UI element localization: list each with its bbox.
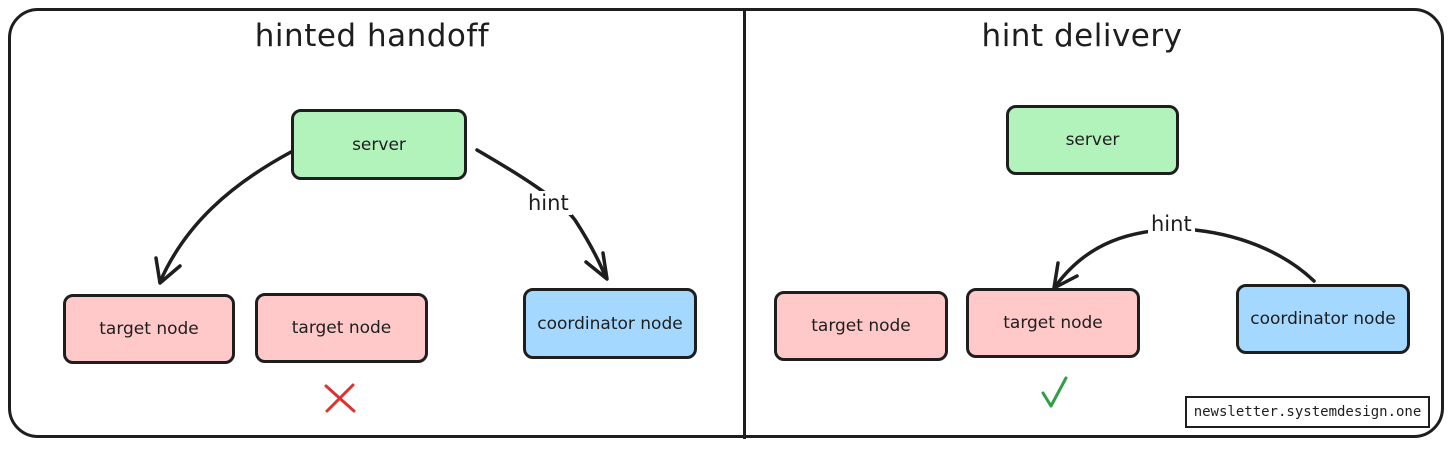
server-node: server (291, 109, 467, 180)
panel-divider (743, 11, 746, 439)
target-node-label: target node (811, 316, 911, 336)
cross-icon (324, 383, 356, 413)
coordinator-node: coordinator node (1236, 284, 1410, 354)
target-node-label: target node (291, 318, 392, 338)
target-node-2-failed: target node (255, 293, 428, 363)
left-panel-title: hinted handoff (254, 18, 490, 54)
hint-edge-label: hint (525, 191, 572, 215)
target-node-label: target node (1003, 313, 1103, 333)
coordinator-node: coordinator node (523, 288, 697, 359)
target-node-label: target node (99, 319, 199, 339)
coordinator-node-label: coordinator node (1250, 309, 1396, 329)
check-icon (1041, 376, 1068, 408)
target-node-2-recovered: target node (966, 288, 1140, 358)
server-label: server (352, 134, 406, 155)
diagram-frame (8, 8, 1444, 438)
target-node-1: target node (774, 291, 948, 361)
arrowhead-server-to-coordinator (584, 251, 609, 281)
arrow-coordinator-to-target (1053, 227, 1316, 289)
server-node: server (1006, 105, 1179, 175)
coordinator-node-label: coordinator node (537, 313, 683, 334)
arrow-server-to-target (158, 150, 293, 284)
arrow-server-to-coordinator (475, 148, 608, 280)
watermark: newsletter.systemdesign.one (1185, 396, 1430, 428)
server-label: server (1065, 130, 1120, 150)
hint-edge-label: hint (1148, 212, 1195, 236)
target-node-1: target node (63, 294, 235, 364)
right-panel-title: hint delivery (981, 18, 1183, 54)
arrowhead-server-to-target (154, 256, 182, 285)
watermark-text: newsletter.systemdesign.one (1193, 404, 1422, 420)
